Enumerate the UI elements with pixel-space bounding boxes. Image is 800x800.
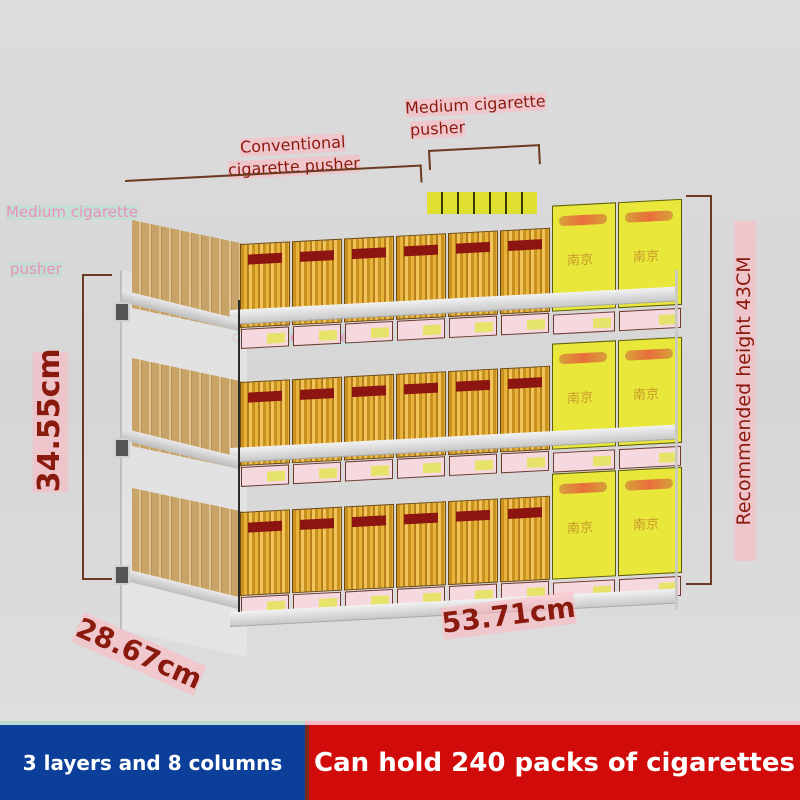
price-tag [619, 445, 681, 470]
layers-columns-banner: 3 layers and 8 columns [0, 725, 305, 800]
conventional-pack [500, 495, 550, 604]
capacity-banner: Can hold 240 packs of cigarettes [305, 725, 800, 800]
footer-top-stripe [0, 721, 800, 725]
price-tag [241, 464, 289, 487]
price-tag [449, 315, 497, 339]
pack-row-top: 南京 南京 [240, 198, 682, 350]
medium-pack: 南京 [618, 466, 682, 600]
ghost-text-pusher: pusher [10, 260, 62, 278]
rack-tier-bottom: 南京 南京 [132, 466, 682, 617]
price-tag [449, 453, 497, 477]
footer-banner: 3 layers and 8 columns Can hold 240 pack… [0, 725, 800, 800]
price-tag [345, 320, 393, 344]
conventional-pusher-label-line1: Conventional [239, 132, 346, 158]
price-tag [397, 318, 445, 341]
rack-front-edge [238, 300, 240, 612]
shelf-clip [114, 302, 130, 322]
height-dimension-label: 34.55cm [31, 348, 68, 493]
medium-pack: 南京 [552, 470, 616, 603]
price-tag [397, 456, 445, 479]
ghost-text-medium: Medium cigarette [6, 203, 138, 221]
conventional-pack [448, 498, 498, 607]
conventional-pack [396, 501, 446, 609]
medium-pusher-label-line2: pusher [409, 117, 466, 140]
price-tag [293, 323, 341, 347]
rack-right-edge [675, 270, 678, 610]
price-tag [501, 312, 549, 336]
medium-pusher-bracket [428, 144, 541, 170]
recommended-height-bracket [686, 195, 712, 585]
shelf-clip [114, 438, 130, 458]
pack-row-middle: 南京 南京 [240, 336, 682, 488]
conventional-pack [292, 506, 342, 615]
conventional-pack [240, 509, 290, 617]
price-tag [553, 311, 615, 335]
price-tag [619, 307, 681, 332]
price-tag [241, 326, 289, 349]
rack-tier-top: 南京 南京 [132, 192, 682, 349]
price-tag [345, 458, 393, 482]
price-tag [501, 450, 549, 474]
price-tag [553, 449, 615, 473]
medium-pack-stack-back [427, 192, 537, 214]
height-dimension-bracket [82, 274, 112, 580]
shelf-clip [114, 565, 130, 585]
medium-pusher-label-line1: Medium cigarette [404, 91, 547, 119]
product-image: Medium cigarette pusher Conventional cig… [0, 0, 800, 725]
price-tag [293, 461, 341, 485]
cigarette-display-rack: 南京 南京 南京 南京 [110, 180, 682, 657]
conventional-pack [344, 503, 394, 612]
recommended-height-label: Recommended height 43CM [733, 220, 756, 561]
